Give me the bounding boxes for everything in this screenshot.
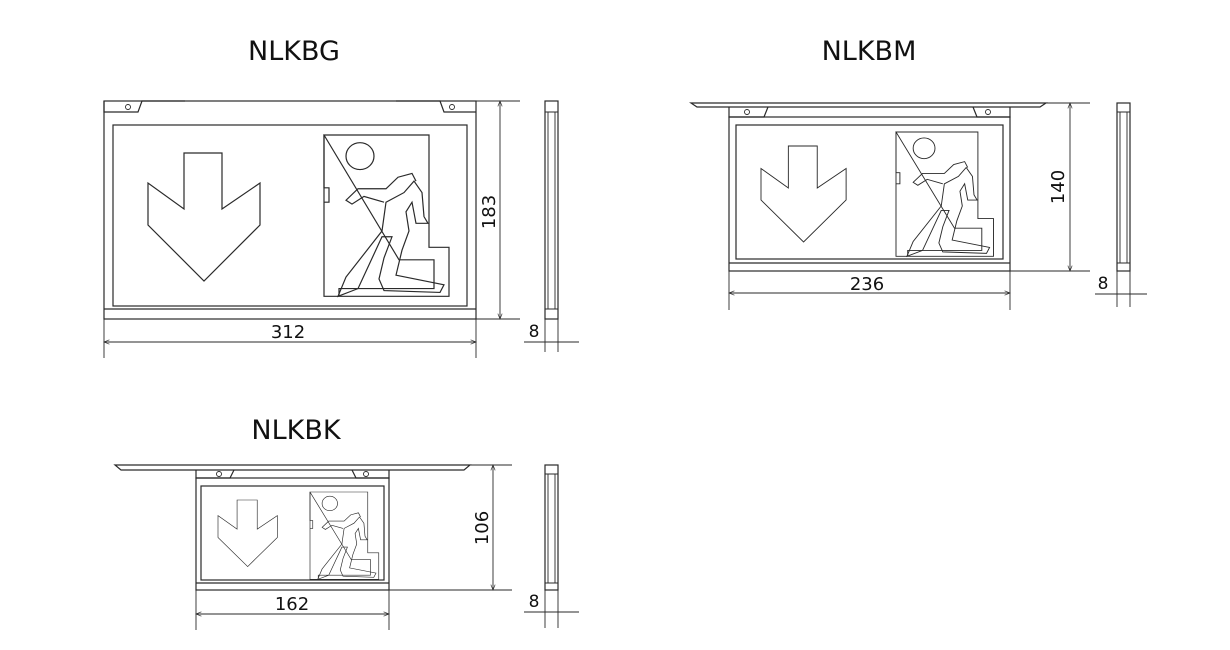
side-view-nlkbg: 8	[524, 100, 579, 352]
width-dimension-nlkbk: 162	[275, 594, 309, 615]
height-dimension-nlkbm: 140	[1048, 170, 1069, 204]
running-man-exit-icon	[895, 131, 994, 257]
down-arrow-icon	[760, 145, 847, 243]
screw-hole-icon	[985, 109, 991, 115]
side-view-nlkbk: 8	[524, 464, 579, 628]
running-man-exit-icon	[323, 134, 450, 297]
model-nlkbm: NLKBM 236 140	[689, 36, 1147, 310]
width-dimension-nlkbm: 236	[850, 274, 884, 295]
down-arrow-icon	[147, 152, 261, 282]
screw-hole-icon	[449, 104, 455, 110]
screw-hole-icon	[216, 471, 222, 477]
model-title-nlkbm: NLKBM	[822, 36, 917, 67]
model-title-nlkbk: NLKBK	[251, 415, 341, 446]
depth-dimension-nlkbk: 8	[529, 592, 540, 612]
screw-hole-icon	[744, 109, 750, 115]
screw-hole-icon	[363, 471, 369, 477]
down-arrow-icon	[217, 499, 278, 567]
front-view-nlkbm	[689, 102, 1048, 272]
model-title-nlkbg: NLKBG	[248, 36, 340, 67]
side-view-nlkbm: 8	[1095, 102, 1147, 307]
model-nlkbk: NLKBK 162 106	[113, 415, 579, 630]
front-view-nlkbg	[103, 100, 477, 320]
model-nlkbg: NLKBG 312 183	[103, 36, 579, 358]
depth-dimension-nlkbm: 8	[1098, 274, 1109, 294]
height-dimension-nlkbk: 106	[472, 511, 493, 545]
screw-hole-icon	[125, 104, 131, 110]
front-view-nlkbk	[113, 464, 472, 591]
depth-dimension-nlkbg: 8	[529, 322, 540, 342]
running-man-exit-icon	[309, 491, 380, 580]
height-dimension-nlkbg: 183	[479, 195, 500, 229]
width-dimension-nlkbg: 312	[271, 322, 305, 343]
